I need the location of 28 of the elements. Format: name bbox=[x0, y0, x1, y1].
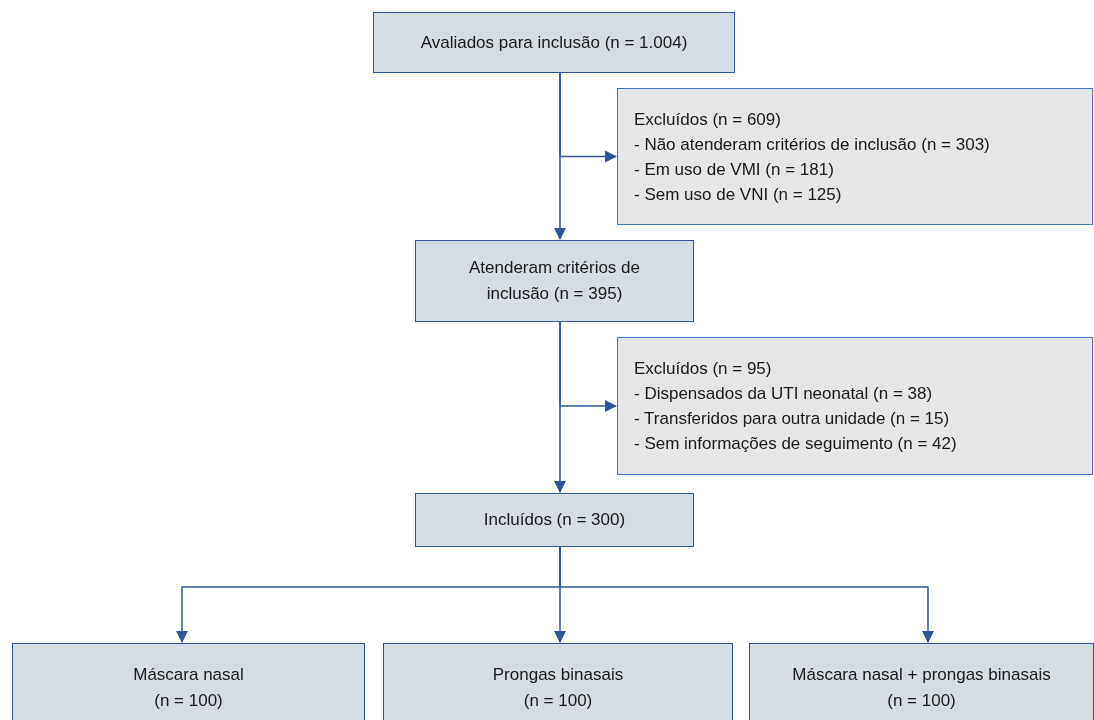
process-box bbox=[12, 643, 365, 720]
box-text: Prongas binasais bbox=[492, 664, 624, 686]
box-text: Excluídos (n = 95) bbox=[634, 358, 772, 380]
box-text: Atenderam critérios de inclusão (n = 395) bbox=[468, 257, 641, 305]
process-box bbox=[415, 493, 694, 547]
arrow bbox=[559, 321, 617, 412]
box-text: - Sem uso de VNI (n = 125) bbox=[634, 183, 842, 206]
box-text: - Sem informações de seguimento (n = 42) bbox=[634, 433, 957, 455]
process-box bbox=[749, 643, 1094, 720]
process-box bbox=[617, 337, 1093, 475]
process-box bbox=[373, 12, 735, 73]
process-box bbox=[383, 643, 733, 720]
process-box bbox=[617, 88, 1093, 225]
box-text: Excluídos (n = 609) bbox=[634, 108, 781, 131]
box-text: Incluídos (n = 300) bbox=[483, 509, 626, 531]
process-box bbox=[415, 240, 694, 322]
box-text: Máscara nasal bbox=[133, 664, 244, 686]
box-text: Avaliados para inclusão (n = 1.004) bbox=[420, 31, 688, 54]
box-text: - Em uso de VMI (n = 181) bbox=[634, 158, 834, 181]
box-text: Máscara nasal + prongas binasais bbox=[792, 664, 1051, 686]
box-text: - Transferidos para outra unidade (n = 15) bbox=[634, 408, 950, 430]
box-text: - Dispensados da UTI neonatal (n = 38) bbox=[634, 383, 933, 405]
arrow bbox=[559, 72, 617, 163]
box-text: (n = 100) bbox=[887, 690, 956, 712]
box-text: (n = 100) bbox=[154, 690, 223, 712]
arrow bbox=[559, 546, 934, 643]
box-text: - Não atenderam critérios de inclusão (n = 303) bbox=[634, 133, 990, 156]
box-text: (n = 100) bbox=[523, 690, 593, 712]
